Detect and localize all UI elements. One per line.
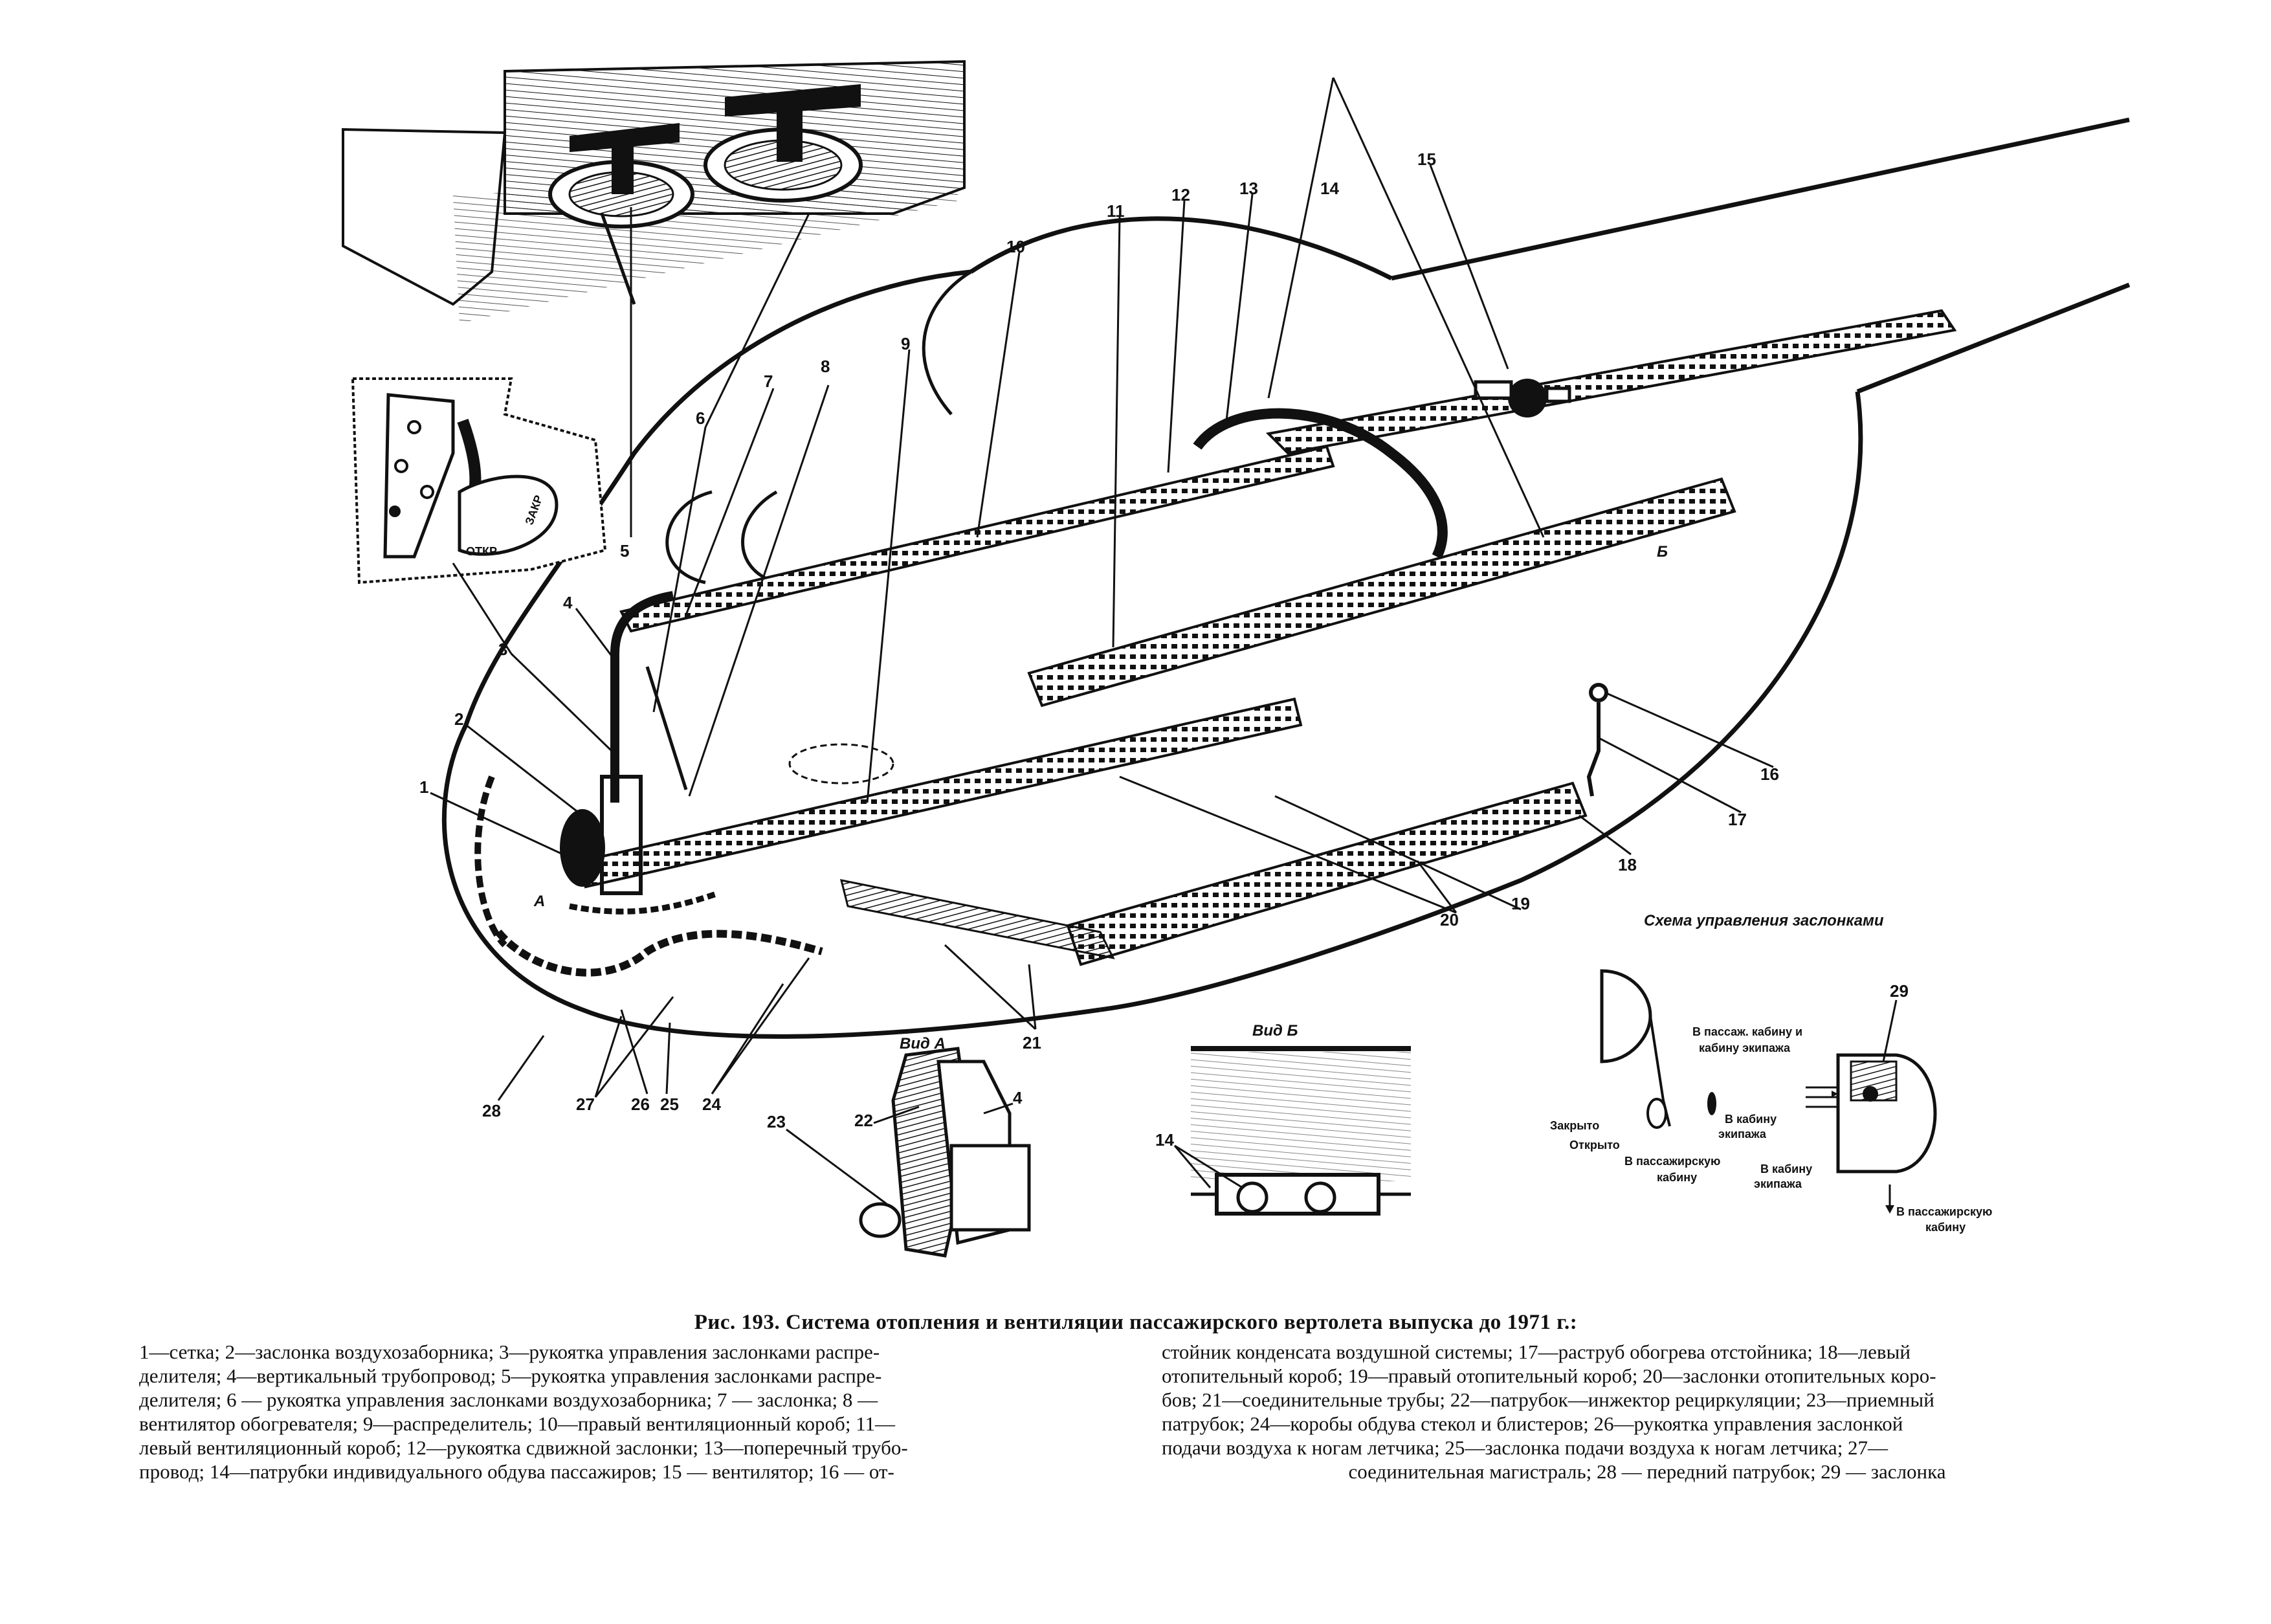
callout-3: 3 xyxy=(498,640,507,659)
scheme-crew-b-1: В кабину xyxy=(1760,1162,1812,1175)
scheme-crew-1: В кабину xyxy=(1725,1113,1777,1126)
legend: 1—сетка; 2—заслонка воздухозаборника; 3—… xyxy=(139,1340,2133,1484)
callout-13: 13 xyxy=(1239,179,1258,198)
marker-b: Б xyxy=(1657,543,1668,561)
scheme-closed: Закрыто xyxy=(1550,1119,1599,1132)
callout-21: 21 xyxy=(1023,1033,1041,1052)
damper-scheme: Схема управления заслонками Закрыто Откр… xyxy=(1550,912,1992,1234)
callout-14: 14 xyxy=(1320,179,1339,198)
view-a-label: Вид А xyxy=(900,1035,946,1052)
callout-6: 6 xyxy=(696,408,705,428)
upper-vent-ducts xyxy=(619,309,1957,707)
callout-10: 10 xyxy=(1006,237,1025,256)
legend-line: левый вентиляционный короб; 12—рукоятка … xyxy=(139,1436,908,1459)
lever-open-label: ОТКР xyxy=(466,545,497,558)
scheme-pass-1: В пассажирскую xyxy=(1624,1155,1720,1168)
callout-28: 28 xyxy=(482,1101,501,1120)
scheme-pass-b-2: кабину xyxy=(1925,1221,1966,1234)
scheme-crew-b-2: экипажа xyxy=(1754,1177,1802,1190)
callout-26: 26 xyxy=(631,1095,650,1114)
figure-caption: Рис. 193. Система отопления и вентиляции… xyxy=(139,1311,2133,1484)
callout-18: 18 xyxy=(1618,855,1637,874)
view-b-inset: Вид Б xyxy=(1191,1022,1411,1216)
legend-right-column: стойник конденсата воздушной системы; 17… xyxy=(1162,1340,2133,1484)
legend-line: стойник конденсата воздушной системы; 17… xyxy=(1162,1340,1911,1363)
windshield-ducts xyxy=(474,775,823,977)
callout-19: 19 xyxy=(1511,894,1530,913)
callout-17: 17 xyxy=(1728,810,1747,829)
callout-11: 11 xyxy=(1107,201,1125,221)
scheme-title: Схема управления заслонками xyxy=(1644,912,1884,929)
scheme-pass-b-1: В пассажирскую xyxy=(1896,1205,1992,1218)
lower-heating-ducts xyxy=(560,697,1588,966)
callout-20: 20 xyxy=(1440,910,1459,929)
figure-title: Рис. 193. Система отопления и вентиляции… xyxy=(694,1311,1578,1334)
legend-line: провод; 14—патрубки индивидуального обду… xyxy=(139,1460,894,1483)
callout-2: 2 xyxy=(454,709,463,729)
legend-line: отопительный короб; 19—правый отопительн… xyxy=(1162,1364,1936,1387)
callout-14b: 14 xyxy=(1155,1130,1174,1150)
callout-24: 24 xyxy=(702,1095,721,1114)
technical-illustration: ОТКР ЗАКР Вид А Вид Б Схема управления з… xyxy=(342,60,2131,1258)
scheme-pass-crew-1: В пассаж. кабину и xyxy=(1692,1025,1802,1038)
marker-a: А xyxy=(533,893,545,910)
callout-1: 1 xyxy=(419,777,428,797)
fuselage-outline xyxy=(441,117,2131,1039)
legend-line: делителя; 6 — рукоятка управления заслон… xyxy=(139,1388,878,1411)
control-handles-inset xyxy=(342,60,966,324)
view-b-label: Вид Б xyxy=(1252,1022,1298,1040)
scheme-pass-2: кабину xyxy=(1657,1171,1697,1184)
callout-4: 4 xyxy=(563,593,573,612)
view-a-inset: Вид А xyxy=(859,1035,1031,1258)
callout-5: 5 xyxy=(620,541,629,561)
legend-line: бов; 21—соединительные трубы; 22—патрубо… xyxy=(1162,1388,1934,1411)
legend-line: 1—сетка; 2—заслонка воздухозаборника; 3—… xyxy=(139,1340,880,1363)
callout-22: 22 xyxy=(854,1111,873,1130)
legend-line: подачи воздуха к ногам летчика; 25—засло… xyxy=(1162,1436,1889,1459)
callout-4b: 4 xyxy=(1013,1088,1023,1107)
scheme-crew-2: экипажа xyxy=(1718,1128,1767,1140)
legend-line: соединительная магистраль; 28 — передний… xyxy=(1348,1460,1946,1483)
callout-9: 9 xyxy=(901,334,910,353)
callout-27: 27 xyxy=(576,1095,595,1114)
callout-8: 8 xyxy=(821,357,830,376)
leader-lines xyxy=(430,77,1898,1205)
callout-numbers: 1 2 3 4 4 5 6 7 8 9 10 11 12 13 14 14 15… xyxy=(419,150,1909,1150)
callout-12: 12 xyxy=(1171,185,1190,205)
callout-15: 15 xyxy=(1417,150,1436,169)
scheme-pass-crew-2: кабину экипажа xyxy=(1699,1041,1791,1054)
callout-16: 16 xyxy=(1760,764,1779,784)
lever-plate-inset: ОТКР ЗАКР xyxy=(351,377,607,584)
callout-29: 29 xyxy=(1890,981,1909,1001)
legend-left-column: 1—сетка; 2—заслонка воздухозаборника; 3—… xyxy=(139,1340,1110,1484)
legend-line: делителя; 4—вертикальный трубопровод; 5—… xyxy=(139,1364,882,1387)
callout-7: 7 xyxy=(764,372,773,391)
callout-25: 25 xyxy=(660,1095,679,1114)
legend-line: патрубок; 24—коробы обдува стекол и блис… xyxy=(1162,1412,1903,1435)
vertical-pipe xyxy=(610,591,688,803)
scheme-open: Открыто xyxy=(1569,1139,1620,1151)
legend-line: вентилятор обогревателя; 9—распределител… xyxy=(139,1412,896,1435)
callout-23: 23 xyxy=(767,1112,786,1131)
